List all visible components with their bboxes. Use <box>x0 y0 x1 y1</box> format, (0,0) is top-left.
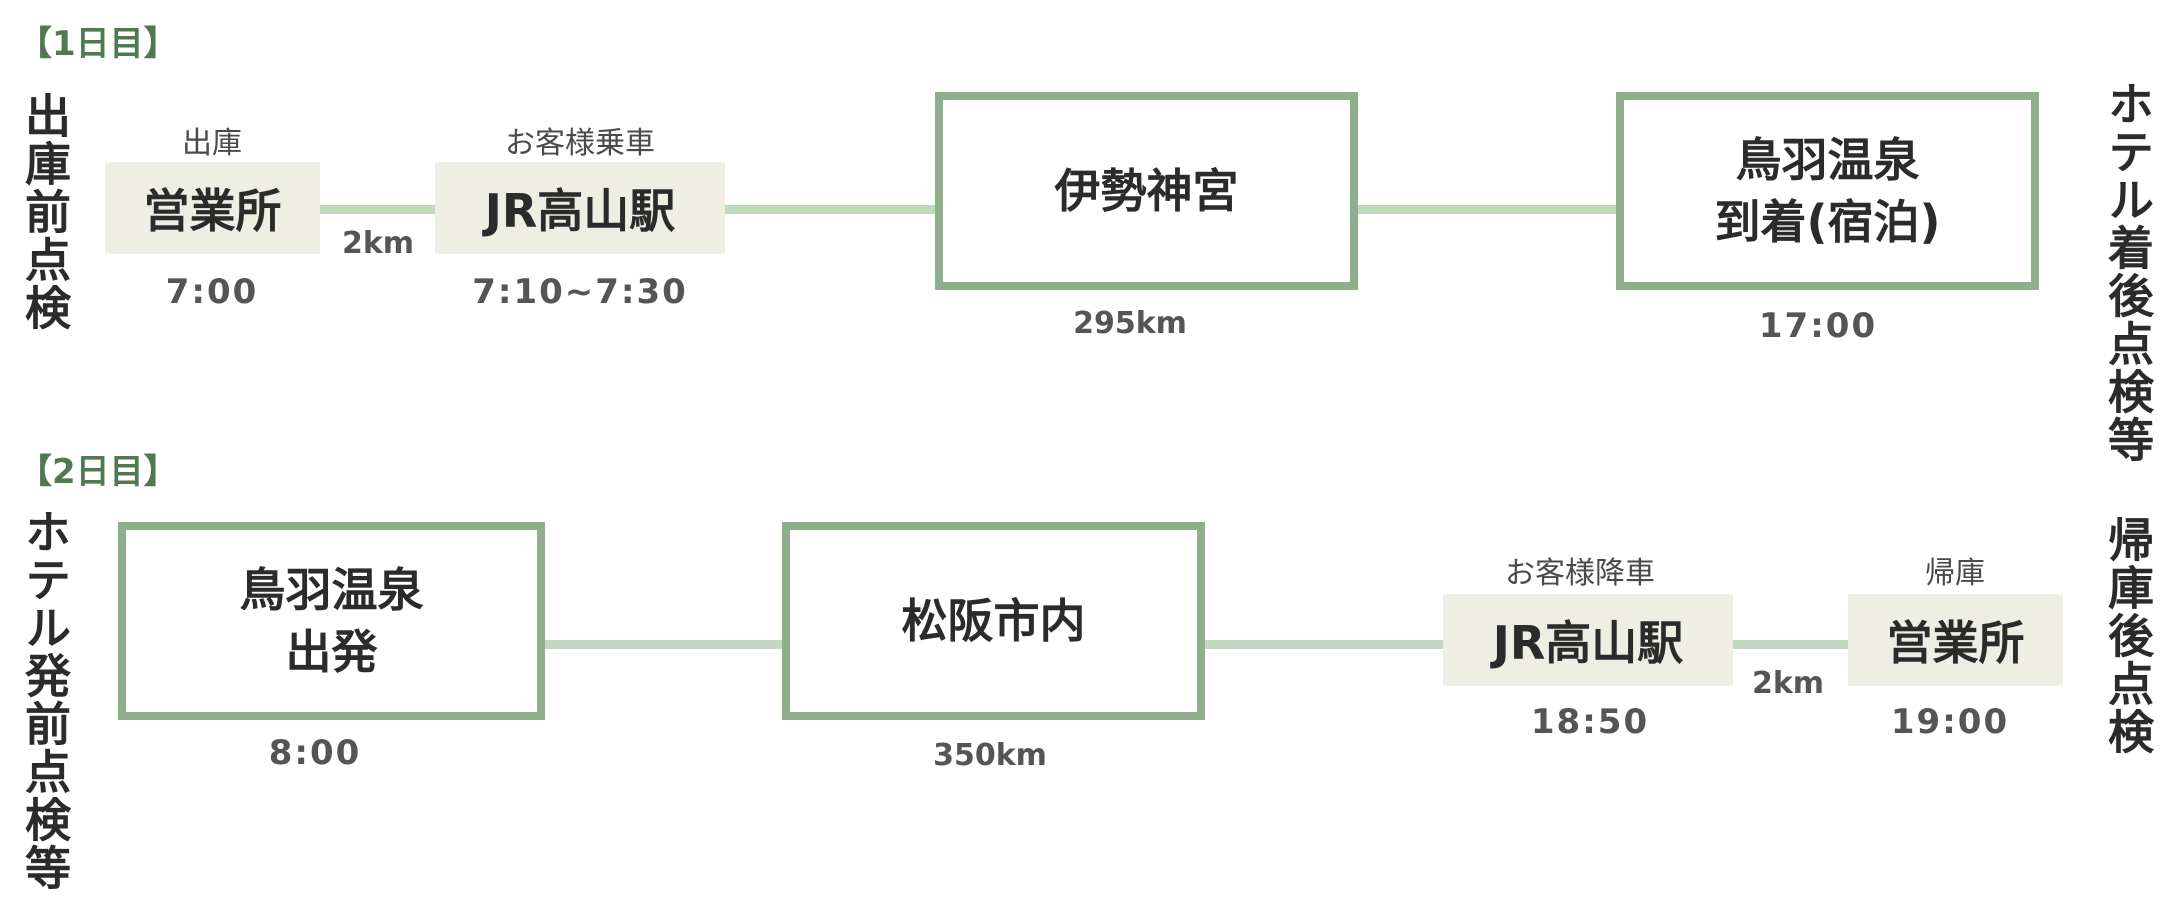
day2-stop-name: 松阪市内 <box>901 593 1086 648</box>
day2-hotel-line1: 鳥羽温泉 <box>239 562 424 617</box>
day2-left-side-note: ホテル発前点検等 <box>18 508 72 892</box>
day2-depot-time: 19:00 <box>1890 702 2010 742</box>
day2-right-side-note: 帰庫後点検 <box>2101 516 2155 756</box>
day2-label: 【2日目】 <box>18 452 178 492</box>
day1-depot-caption: 出庫 <box>182 126 242 161</box>
day2-depot-box: 営業所 <box>1848 594 2063 686</box>
day1-connector-depot-pickup <box>320 205 435 214</box>
day1-connector-pickup-stop <box>725 205 935 214</box>
day1-pickup-caption: お客様乗車 <box>505 126 655 161</box>
day1-distance-1: 2km <box>341 226 415 261</box>
day1-hotel-line2: 到着(宿泊) <box>1714 195 1941 249</box>
day2-connector-stop-dropoff <box>1205 640 1443 649</box>
day1-stop-name: 伊勢神宮 <box>1054 163 1239 218</box>
day2-dropoff-caption: お客様降車 <box>1505 556 1655 591</box>
day2-hotel-time: 8:00 <box>268 733 362 773</box>
day1-label: 【1日目】 <box>18 24 178 64</box>
day2-depot-name: 営業所 <box>1886 616 2025 670</box>
day1-connector-stop-hotel <box>1358 205 1616 214</box>
day1-hotel-box: 鳥羽温泉 到着(宿泊) <box>1616 92 2039 290</box>
day2-hotel-box: 鳥羽温泉 出発 <box>118 522 545 720</box>
day1-depot-name: 営業所 <box>143 184 282 238</box>
day1-depot-time: 7:00 <box>165 272 259 312</box>
day1-depot-box: 営業所 <box>105 162 320 254</box>
day1-right-side-note: ホテル着後点検等 <box>2101 80 2155 464</box>
day2-dropoff-name: JR高山駅 <box>1492 616 1684 670</box>
day2-connector-hotel-stop <box>545 640 782 649</box>
day2-dropoff-time: 18:50 <box>1530 702 1650 742</box>
day1-left-side-note: 出庫前点検 <box>18 92 72 332</box>
day2-distance-2: 2km <box>1751 666 1825 701</box>
day1-pickup-time: 7:10~7:30 <box>472 272 688 312</box>
day1-pickup-name: JR高山駅 <box>484 184 676 238</box>
day1-hotel-line1: 鳥羽温泉 <box>1735 132 1920 187</box>
day2-stop-box: 松阪市内 <box>782 522 1205 720</box>
day2-depot-caption: 帰庫 <box>1925 556 1985 591</box>
day2-distance-1: 350km <box>933 738 1047 773</box>
day2-connector-dropoff-depot <box>1733 640 1848 649</box>
day2-hotel-line2: 出発 <box>285 625 378 679</box>
day1-hotel-time: 17:00 <box>1758 306 1878 346</box>
day1-distance-2: 295km <box>1073 306 1187 341</box>
day1-stop-box: 伊勢神宮 <box>935 92 1358 290</box>
day2-dropoff-box: JR高山駅 <box>1443 594 1733 686</box>
day1-pickup-box: JR高山駅 <box>435 162 725 254</box>
